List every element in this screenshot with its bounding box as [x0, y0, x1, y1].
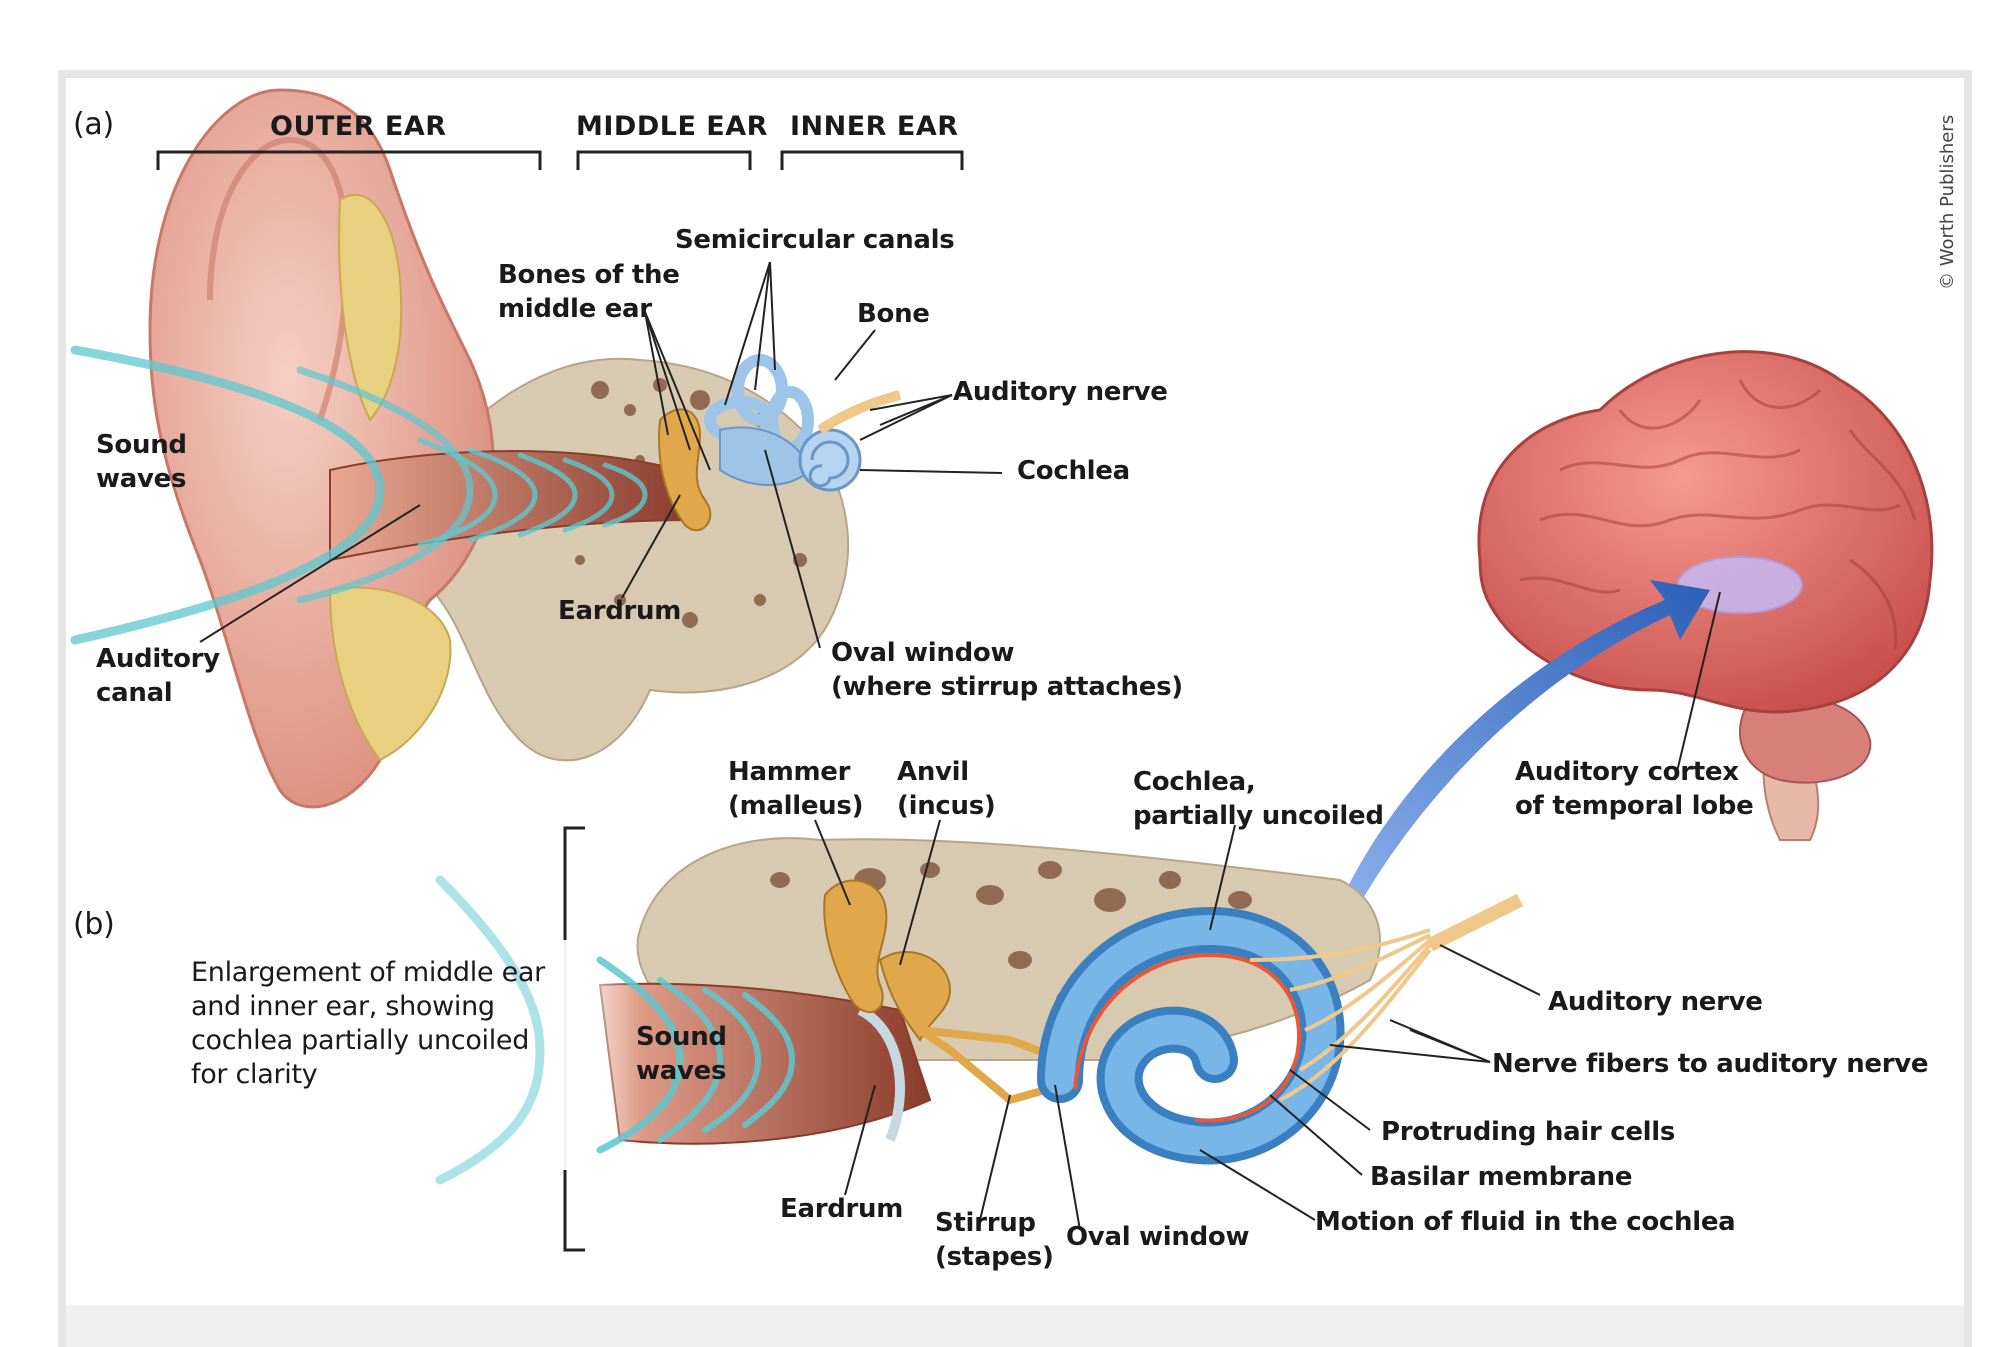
cartilage-fat-upper: [338, 193, 403, 422]
label-oval-window-a: Oval window (where stirrup attaches): [831, 638, 1183, 702]
panel-b-description: Enlargement of middle ear and inner ear,…: [191, 957, 545, 1090]
label-nerve-fibers: Nerve fibers to auditory nerve: [1492, 1049, 1929, 1079]
label-cochlea-uncoiled: Cochlea, partially uncoiled: [1133, 767, 1384, 831]
label-fluid-motion: Motion of fluid in the cochlea: [1315, 1207, 1736, 1237]
label-auditory-nerve-b: Auditory nerve: [1548, 987, 1763, 1017]
brain-gyri: [1519, 379, 1917, 651]
label-auditory-cortex: Auditory cortex of temporal lobe: [1515, 757, 1754, 821]
auditory-nerve-bundle-a: [817, 390, 902, 435]
signal-arrow: [1330, 580, 1710, 930]
leader-lines-b: [814, 819, 1541, 1231]
leader-lines-a: [199, 261, 1003, 649]
brain-illustration: [1330, 350, 1934, 930]
label-oval-window-b: Oval window: [1066, 1222, 1250, 1252]
label-bones-of-middle-ear: Bones of the middle ear: [498, 260, 680, 324]
label-eardrum-a: Eardrum: [558, 596, 682, 626]
label-stirrup: Stirrup (stapes): [935, 1208, 1054, 1272]
sound-wave-arcs: [70, 345, 648, 645]
cartilage-fat-lower: [328, 586, 452, 762]
label-anvil: Anvil (incus): [897, 757, 996, 821]
anvil-b: [878, 950, 952, 1042]
hammer-b: [823, 879, 888, 1014]
header-inner-ear: INNER EAR: [790, 111, 959, 142]
sound-waves-b: [435, 875, 796, 1185]
middle-inner-ear-illustration: [658, 354, 902, 532]
label-sound-waves-b: Sound waves: [636, 1022, 727, 1086]
header-middle-ear: MIDDLE EAR: [576, 111, 768, 142]
panel-b-illustration: [435, 826, 1524, 1252]
label-hammer: Hammer (malleus): [728, 757, 864, 821]
nerve-fibers-b: [1249, 893, 1524, 1102]
eardrum-b: [857, 1005, 905, 1142]
label-protruding-hair-cells: Protruding hair cells: [1381, 1117, 1676, 1147]
panel-a-tag: (a): [73, 107, 114, 142]
label-bone: Bone: [857, 299, 930, 329]
label-auditory-nerve-a: Auditory nerve: [953, 377, 1168, 407]
label-cochlea-a: Cochlea: [1017, 456, 1130, 486]
label-eardrum-b: Eardrum: [780, 1194, 904, 1224]
label-basilar-membrane: Basilar membrane: [1370, 1162, 1633, 1192]
label-sound-waves-a: Sound waves: [96, 430, 187, 494]
cochlea-b: [1037, 906, 1345, 1165]
label-semicircular-canals: Semicircular canals: [675, 225, 955, 255]
copyright-credit: © Worth Publishers: [1937, 114, 1958, 290]
label-auditory-canal: Auditory canal: [96, 644, 220, 708]
ear-canal-b: [598, 982, 932, 1145]
header-outer-ear: OUTER EAR: [270, 111, 447, 142]
footer-band: [66, 1305, 1964, 1347]
pinna-fold: [207, 136, 350, 421]
panel-b-tag: (b): [73, 907, 115, 942]
cerebrum: [1477, 350, 1934, 714]
region-brackets: [156, 150, 964, 170]
cochlea-drawing-a: [798, 428, 862, 492]
